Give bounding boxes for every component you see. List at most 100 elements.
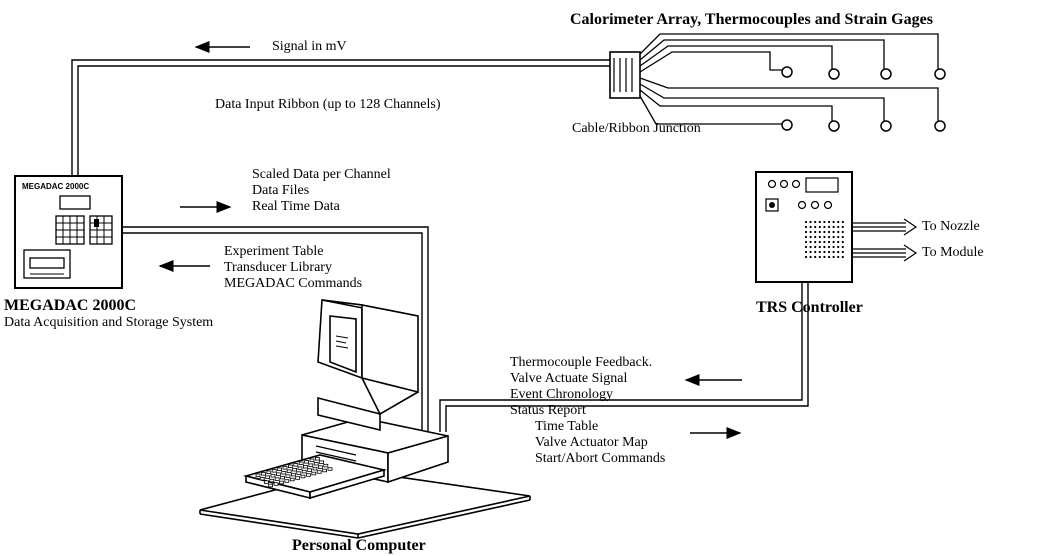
keyboard-key	[266, 470, 272, 474]
speaker-dot	[832, 255, 835, 259]
from-pc-item: MEGADAC Commands	[224, 276, 363, 291]
speaker-dot	[814, 230, 817, 234]
speaker-dot	[837, 255, 840, 259]
speaker-dot	[823, 250, 826, 254]
to-pc-item: Scaled Data per Channel	[252, 167, 391, 182]
speaker-dot	[837, 240, 840, 244]
keyboard-key	[259, 476, 265, 481]
speaker-dot	[818, 225, 821, 229]
to-pc-item: Real Time Data	[252, 199, 340, 214]
speaker-dot	[841, 225, 844, 229]
feedback-list: Thermocouple Feedback. Valve Actuate Sig…	[510, 355, 652, 419]
speaker-dot	[827, 245, 831, 249]
feedback-item: Status Report	[510, 403, 586, 418]
keyboard-key	[295, 476, 301, 480]
keyboard-key	[304, 460, 310, 464]
to-pc-data-list: Scaled Data per Channel Data Files Real …	[252, 167, 391, 215]
keyboard-key	[274, 477, 280, 481]
speaker-dot	[809, 220, 812, 224]
speaker-dot	[818, 220, 821, 224]
keyboard-key	[280, 475, 286, 480]
speaker-dot	[832, 235, 835, 239]
speaker-dot	[841, 245, 844, 249]
from-pc-data-list: Experiment Table Transducer Library MEGA…	[224, 244, 362, 292]
diagram-title: Calorimeter Array, Thermocouples and Str…	[570, 11, 933, 28]
keyboard-key	[293, 463, 299, 467]
megadac-description: Data Acquisition and Storage System	[4, 315, 214, 330]
speaker-dot	[818, 245, 821, 249]
sensor-terminals	[781, 66, 946, 132]
speaker-dot	[841, 235, 844, 239]
keyboard-key	[305, 473, 311, 477]
command-item: Start/Abort Commands	[535, 451, 666, 466]
speaker-dot	[827, 240, 831, 244]
feedback-item: Event Chronology	[510, 387, 614, 402]
speaker-dot	[837, 235, 840, 239]
speaker-dot	[841, 255, 844, 259]
speaker-dot	[841, 240, 844, 244]
speaker-dot	[804, 225, 808, 229]
speaker-dot	[832, 250, 835, 254]
from-pc-item: Experiment Table	[224, 244, 324, 259]
speaker-dot	[827, 230, 831, 234]
speaker-dot	[837, 245, 840, 249]
speaker-dot	[823, 220, 826, 224]
keyboard-key	[268, 483, 274, 488]
command-item: Valve Actuator Map	[535, 435, 648, 450]
speaker-dot	[827, 255, 831, 259]
speaker-dot	[809, 250, 812, 254]
to-pc-item: Data Files	[252, 183, 310, 198]
keyboard-key	[302, 464, 308, 469]
keyboard-key	[322, 468, 328, 473]
trs-controller-label: TRS Controller	[756, 299, 863, 316]
speaker-dot	[804, 220, 808, 224]
keyboard-key	[289, 477, 295, 482]
keyboard-key	[287, 464, 293, 468]
commands-list: Time Table Valve Actuator Map Start/Abor…	[535, 419, 665, 467]
megadac-caption: MEGADAC 2000C Data Acquisition and Stora…	[4, 297, 213, 331]
keyboard-key	[312, 466, 318, 471]
speaker-dot	[818, 255, 821, 259]
keyboard-key	[265, 475, 271, 479]
megadac-pc-cable	[122, 226, 429, 432]
junction-label: Cable/Ribbon Junction	[572, 121, 701, 136]
to-nozzle-label: To Nozzle	[922, 219, 980, 234]
keyboard-key	[309, 458, 315, 462]
trs-pc-cable	[439, 282, 809, 432]
speaker-dot	[814, 225, 817, 229]
speaker-dot	[832, 240, 835, 244]
speaker-dot	[837, 220, 840, 224]
keyboard-key	[275, 472, 281, 476]
keyboard-key	[282, 466, 288, 470]
keyboard-key	[269, 478, 275, 483]
trs-controller-unit	[755, 171, 853, 283]
keyboard-key	[308, 463, 314, 467]
keyboard-key	[301, 469, 307, 474]
speaker-dot	[823, 225, 826, 229]
feedback-item: Valve Actuate Signal	[510, 371, 628, 386]
keyboard-key	[314, 457, 320, 461]
keyboard-key	[316, 470, 322, 474]
from-pc-item: Transducer Library	[224, 260, 332, 275]
speaker-dot	[809, 225, 812, 229]
speaker-dot	[809, 240, 812, 244]
speaker-dot	[804, 240, 808, 244]
speaker-dot	[823, 240, 826, 244]
speaker-dot	[804, 230, 808, 234]
keyboard-key	[284, 479, 290, 483]
speaker-dot	[841, 220, 844, 224]
speaker-dot	[814, 220, 817, 224]
speaker-dot	[818, 230, 821, 234]
speaker-dot	[832, 220, 835, 224]
speaker-dot	[832, 230, 835, 234]
keyboard-key	[286, 469, 292, 473]
command-item: Time Table	[535, 419, 599, 434]
speaker-dot	[827, 235, 831, 239]
feedback-item: Thermocouple Feedback.	[510, 355, 653, 370]
keyboard-key	[319, 460, 325, 464]
speaker-dot	[823, 235, 826, 239]
keyboard-key	[323, 463, 329, 468]
keyboard-key	[327, 467, 333, 471]
megadac-panel-label: MEGADAC 2000C	[22, 182, 90, 191]
keyboard-key	[270, 473, 276, 478]
